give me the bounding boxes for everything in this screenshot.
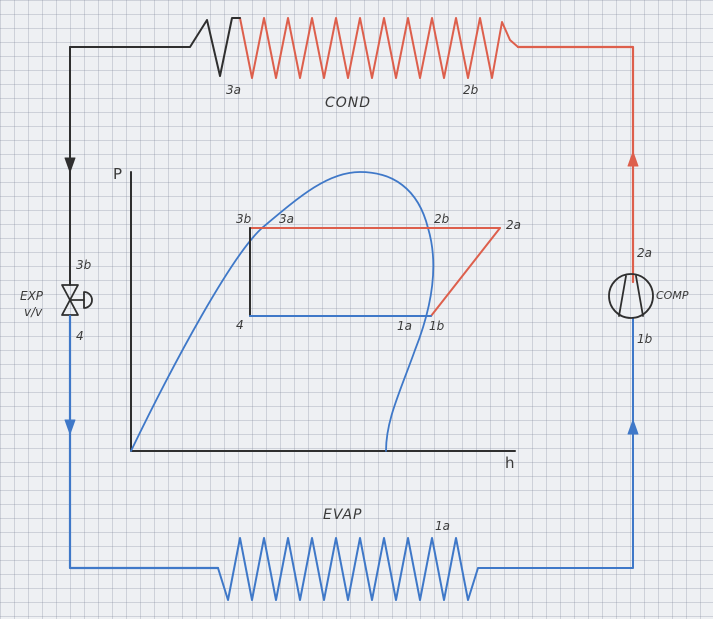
condenser-coil-black xyxy=(69,17,241,77)
label-comp-2a: 2a xyxy=(637,246,652,260)
y-axis-label: P xyxy=(113,165,123,183)
condenser-label: COND xyxy=(325,95,372,111)
condenser-coil-red xyxy=(239,17,519,79)
label-cond-3a: 3a xyxy=(226,83,241,97)
evaporator-coil xyxy=(217,317,634,601)
ph-point-3a: 3a xyxy=(279,212,294,226)
ph-point-3b: 3b xyxy=(236,212,252,226)
saturation-dome xyxy=(130,171,435,452)
expansion-valve-label-1: EXP xyxy=(20,289,44,303)
flow-arrow-up-cold xyxy=(627,419,639,435)
compressor-icon xyxy=(608,273,654,319)
condenser-inlet-line xyxy=(516,45,635,277)
evaporator-label: EVAP xyxy=(323,507,363,523)
ph-point-2a: 2a xyxy=(506,218,521,232)
label-exp-3b: 3b xyxy=(76,258,92,272)
cycle-compression-line xyxy=(430,227,501,317)
expansion-valve-icon xyxy=(61,284,93,316)
compressor-label: COMP xyxy=(656,289,689,302)
evaporator-inlet-line xyxy=(68,314,220,570)
flow-arrow-down-liquid xyxy=(64,157,76,173)
label-cond-2b: 2b xyxy=(463,83,479,97)
label-exp-4: 4 xyxy=(76,329,84,343)
expansion-valve-label-2: v/v xyxy=(24,305,43,319)
ph-point-2b: 2b xyxy=(434,212,450,226)
ph-point-1b: 1b xyxy=(429,319,445,333)
flow-arrow-down-cold xyxy=(64,419,76,435)
flow-arrow-up-hot xyxy=(627,151,639,167)
label-comp-1b: 1b xyxy=(637,332,653,346)
ph-point-1a: 1a xyxy=(397,319,412,333)
x-axis-label: h xyxy=(505,454,515,472)
label-evap-1a: 1a xyxy=(435,519,450,533)
ph-axes xyxy=(130,171,516,452)
ph-point-4: 4 xyxy=(236,318,244,332)
